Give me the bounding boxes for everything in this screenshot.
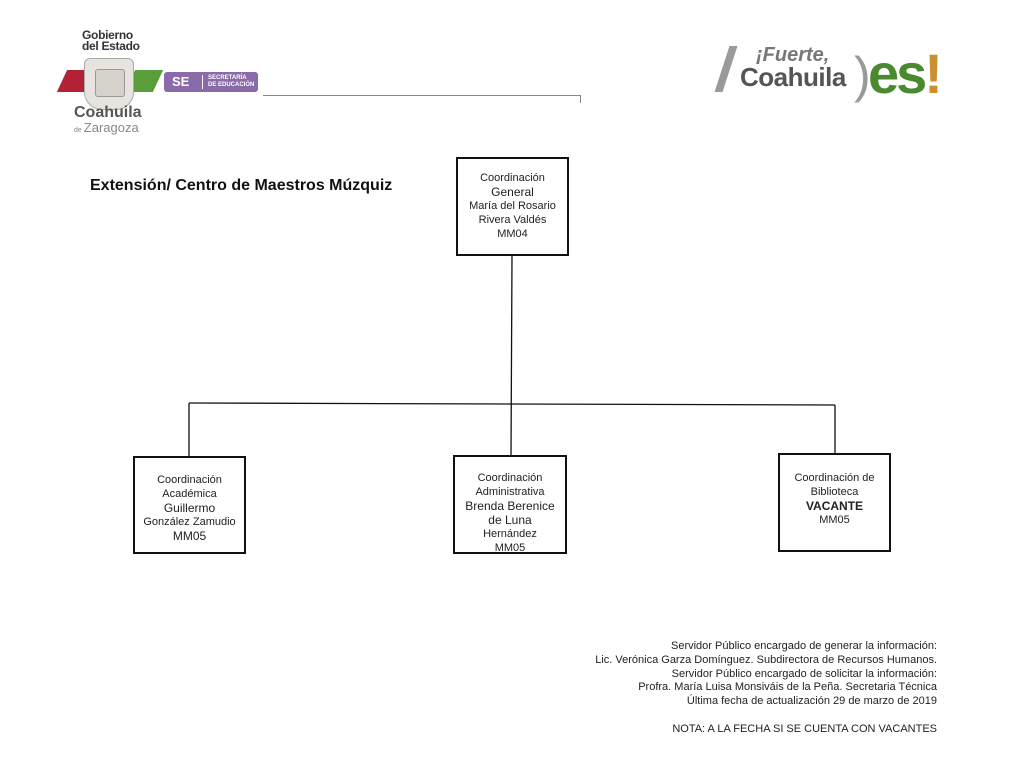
footer-generator-name: Lic. Verónica Garza Domínguez. Subdirect… — [595, 653, 937, 666]
se-badge: SE SECRETARÍA DE EDUCACIÓN — [164, 72, 258, 92]
footer-spacer — [595, 709, 937, 723]
zaragoza-prefix: de — [74, 127, 82, 134]
header-divider — [263, 95, 581, 96]
connector-bus — [188, 402, 836, 406]
org-node-person: González Zamudio — [143, 516, 236, 528]
footer-generator-label: Servidor Público encargado de generar la… — [671, 640, 937, 652]
org-node-title: Coordinación de — [794, 472, 875, 484]
zaragoza-text: Zaragoza — [83, 120, 139, 135]
org-node-title: Coordinación — [477, 472, 543, 484]
footer-info: Servidor Público encargado de generar la… — [595, 640, 937, 737]
fuerte-logo-top: ¡Fuerte, — [756, 44, 830, 66]
page-title: Extensión/ Centro de Maestros Múzquiz — [90, 177, 393, 194]
org-node-code: MM05 — [172, 529, 207, 543]
org-node-coordinacion-general: Coordinación General María del Rosario R… — [456, 157, 569, 256]
org-node-title: Académica — [162, 488, 217, 500]
org-node-person: María del Rosario — [469, 200, 556, 212]
se-badge-subtitle: SECRETARÍA DE EDUCACIÓN — [208, 75, 254, 89]
footer-note: NOTA: A LA FECHA SI SE CUENTA CON VACANT… — [672, 722, 937, 735]
fuerte-logo-es: es! — [868, 42, 943, 105]
org-node-code: MM05 — [494, 542, 526, 554]
state-coat-of-arms-icon — [84, 58, 134, 110]
header-divider-tick — [580, 95, 581, 103]
org-node-title: General — [491, 185, 534, 199]
org-node-title: Biblioteca — [810, 486, 859, 498]
org-node-person: Hernández — [483, 528, 537, 540]
fuerte-coahuila-logo: ¡Fuerte, Coahuila ) es! — [714, 42, 963, 114]
fuerte-logo-main: Coahuila — [740, 62, 846, 92]
footer-requester-label: Servidor Público encargado de solicitar … — [671, 667, 937, 680]
gobierno-coahuila-logo: Gobierno del Estado SE SECRETARÍA DE EDU… — [56, 28, 270, 138]
fuerte-logo-es-text: es — [868, 42, 927, 105]
coahuila-wordmark: Coahuila — [74, 104, 142, 121]
fuerte-logo-paren: ) — [854, 47, 871, 103]
org-node-person: Guillermo — [163, 501, 216, 515]
org-node-person: Rivera Valdés — [478, 214, 547, 226]
org-node-person: de Luna — [488, 513, 532, 527]
gobierno-logo-wordmark: Gobierno del Estado — [82, 28, 140, 53]
se-badge-divider — [202, 75, 203, 89]
footer-last-updated: Última fecha de actualización 29 de marz… — [686, 695, 937, 708]
org-node-title: Administrativa — [475, 486, 545, 498]
org-node-title: Coordinación — [157, 474, 222, 486]
org-node-coordinacion-biblioteca: Coordinación de Biblioteca VACANTE MM05 — [778, 453, 891, 552]
fuerte-logo-bang: ! — [924, 42, 943, 105]
org-node-vacancy-badge: VACANTE — [805, 499, 864, 513]
org-node-person: Brenda Berenice — [465, 499, 555, 513]
connector-trunk — [510, 255, 513, 457]
se-badge-subtitle-line2: DE EDUCACIÓN — [208, 82, 255, 88]
se-badge-label: SE — [172, 74, 190, 89]
org-node-code: MM04 — [497, 228, 528, 240]
footer-requester-name: Profra. María Luisa Monsiváis de la Peña… — [638, 681, 937, 694]
org-node-coordinacion-administrativa: Coordinación Administrativa Brenda Beren… — [453, 455, 567, 554]
org-node-coordinacion-academica: Coordinación Académica Guillermo Gonzále… — [133, 456, 246, 554]
se-badge-subtitle-line1: SECRETARÍA — [208, 75, 247, 81]
gobierno-logo-line1: Gobierno — [82, 28, 133, 42]
gobierno-logo-line2: del Estado — [82, 39, 140, 53]
org-node-code: MM05 — [819, 514, 850, 526]
org-node-title: Coordinación — [480, 172, 545, 184]
